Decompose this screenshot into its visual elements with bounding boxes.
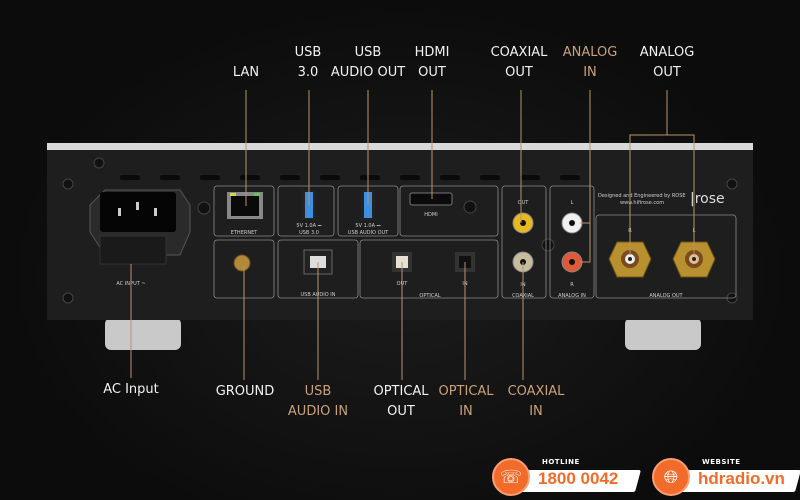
hotline-badge[interactable]: ☏ HOTLINE 1800 0042	[492, 458, 642, 496]
website-caption: WEBSITE	[702, 458, 741, 466]
callout-ac-input: AC Input	[103, 382, 159, 397]
website-print: www.hifirose.com	[620, 200, 664, 206]
coax-out-print: OUT	[518, 200, 530, 206]
website-badge[interactable]: 🌐︎ WEBSITE hdradio.vn	[652, 458, 800, 496]
designed-by-print: Designed and Engineered by ROSE	[598, 193, 686, 199]
website-url[interactable]: hdradio.vn	[698, 469, 785, 488]
hotline-caption: HOTLINE	[542, 458, 580, 466]
callout-ground: GROUND	[215, 384, 275, 399]
usb-audio-out-rating: 5V 1.0A ⎓	[355, 223, 380, 229]
hotline-number[interactable]: 1800 0042	[538, 469, 619, 488]
ac-inlet-socket	[100, 192, 176, 232]
globe-icon: 🌐︎	[652, 458, 690, 496]
hdmi-print: HDMI	[424, 212, 437, 218]
foot-right	[625, 318, 701, 350]
analog-in-print: ANALOG IN	[558, 293, 586, 299]
chassis-top-strip	[47, 143, 753, 151]
usb30-print: USB 3.0	[299, 230, 319, 236]
optical-print: OPTICAL	[419, 293, 440, 299]
ethernet-print: ETHERNET	[231, 230, 259, 236]
analog-out-print: ANALOG OUT	[649, 293, 683, 299]
fuse-drawer	[99, 235, 167, 265]
callout-lan: LAN	[232, 65, 260, 80]
vent-slots	[120, 175, 580, 180]
phone-icon: ☏	[492, 458, 530, 496]
ground-terminal	[233, 254, 251, 272]
brand-logo: |rose	[690, 191, 725, 207]
hdmi-port	[409, 192, 453, 206]
usb-audio-out-print: USB AUDIO OUT	[348, 230, 389, 236]
analog-in-r-print: R	[570, 282, 574, 288]
analog-in-l-print: L	[571, 200, 574, 206]
usb30-rating: 5V 1.0A ⎓	[296, 223, 321, 229]
foot-left	[105, 318, 181, 350]
leader-lines	[130, 90, 695, 380]
